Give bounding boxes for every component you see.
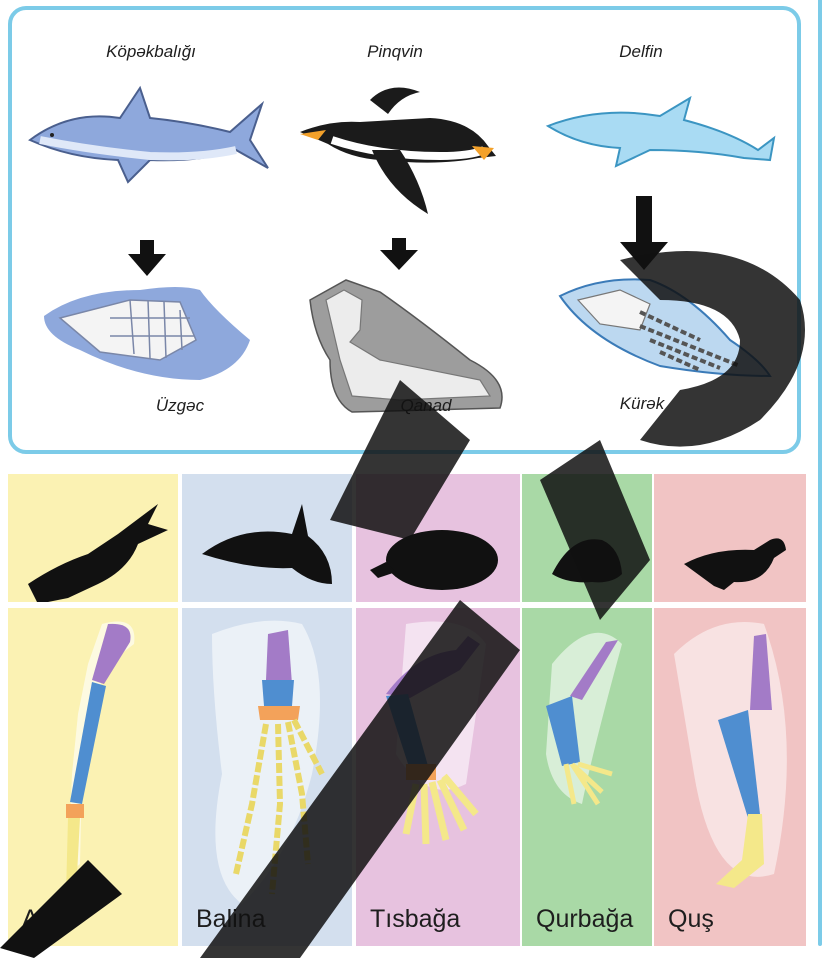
- part-name-fin: Üzgəc: [110, 396, 250, 416]
- column-turtle: Tısbağa: [356, 474, 520, 946]
- column-frog: Qurbağa: [522, 474, 652, 946]
- part-name-flipper: Kürək: [572, 394, 712, 414]
- killer-whale-icon: [182, 474, 352, 946]
- part-name-wing: Qanad: [356, 396, 496, 416]
- penguin-icon: [300, 88, 496, 215]
- column-label-bird: Quş: [668, 905, 714, 934]
- flipper-skeleton-icon: [560, 279, 770, 376]
- fin-skeleton-icon: [44, 287, 250, 380]
- shark-icon: [30, 88, 268, 182]
- column-horse: At: [8, 474, 178, 946]
- top-illustrations: [0, 0, 838, 460]
- column-label-killer-whale: Balina: [196, 905, 266, 934]
- column-label-turtle: Tısbağa: [370, 905, 460, 934]
- frog-icon: [522, 474, 652, 946]
- turtle-icon: [356, 474, 520, 946]
- arrows: [128, 196, 668, 276]
- column-label-frog: Qurbağa: [536, 905, 633, 934]
- dolphin-icon: [548, 98, 774, 166]
- column-killer-whale: Balina: [182, 474, 352, 946]
- column-bird: Quş: [654, 474, 806, 946]
- bird-icon: [654, 474, 806, 946]
- column-label-horse: At: [22, 905, 46, 934]
- horse-icon: [8, 474, 178, 946]
- wing-skeleton-icon: [310, 280, 502, 412]
